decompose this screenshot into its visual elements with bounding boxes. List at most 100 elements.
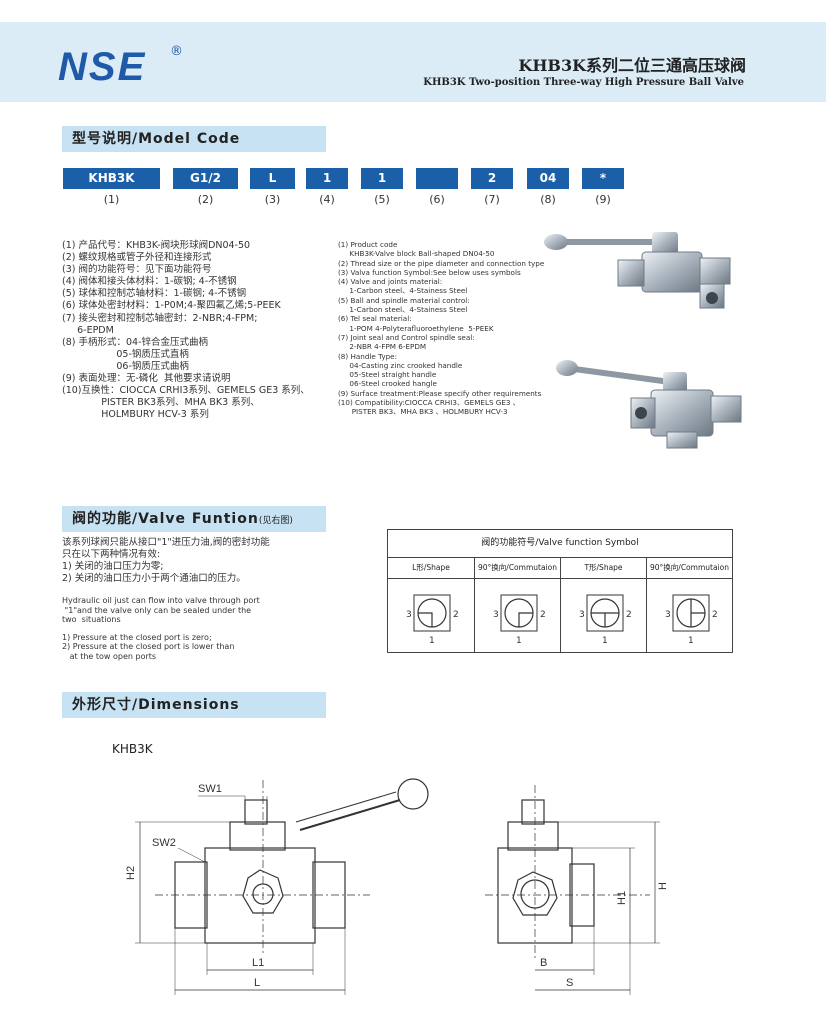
- desc-line-en: 1-Carbon steel、4-Stainess Steel: [338, 286, 468, 296]
- desc-line-en: 1-POM 4-Polyterafluoroethylene 5-PEEK: [338, 323, 494, 333]
- symbol-label: 90°换向/Commutaion: [475, 557, 560, 579]
- desc-line-cn: (3) 阀的功能符号：见下面功能符号: [62, 264, 212, 276]
- func-line-cn: 2) 关闭的油口压力小于两个通油口的压力。: [62, 573, 246, 584]
- desc-line-en: 06-Steel crooked hangle: [338, 379, 437, 389]
- desc-line-en: KHB3K-Valve block Ball-shaped DN04-50: [338, 249, 495, 259]
- desc-line-en: 05-Steel straight handle: [338, 370, 437, 380]
- func-line-en: two situations: [62, 615, 121, 625]
- registered-mark: ®: [170, 44, 183, 59]
- desc-line-cn: (9) 表面处理：无-磷化 其他要求请说明: [62, 373, 231, 385]
- symbol-column: 90°换向/Commutaion 3 2 1: [647, 557, 732, 653]
- desc-line-cn: 6-EPDM: [62, 324, 114, 336]
- symbol-table-title: 阀的功能符号/Valve function Symbol: [388, 530, 732, 558]
- func-line-cn: 该系列球阀只能从接口"1"进压力油,阀的密封功能: [62, 537, 270, 548]
- valve-symbol-l: 3 2 1: [406, 594, 459, 646]
- port-label-bottom: 1: [429, 636, 435, 646]
- port-label-left: 3: [406, 610, 412, 620]
- symbol-column: 90°换向/Commutaion 3 2 1: [475, 557, 561, 653]
- desc-line-en: 04-Casting zinc crooked handle: [338, 360, 463, 370]
- desc-line-cn: 06-钢质压式曲柄: [62, 360, 189, 372]
- desc-line-cn: 05-钢质压式直柄: [62, 348, 189, 360]
- model-code-number: (6): [429, 193, 445, 206]
- port-label-right: 2: [626, 610, 632, 620]
- label-sw2: SW2: [152, 837, 176, 849]
- label-l: L: [254, 977, 260, 989]
- front-view-drawing: SW1 SW2 H2 L1 L: [125, 778, 429, 995]
- label-h: H: [657, 882, 669, 890]
- model-code-desc-cn: (1) 产品代号：KHB3K-阀块形球阀DN04-50(2) 螺纹规格或管子外径…: [62, 240, 310, 421]
- valve-function-symbol-table: 阀的功能符号/Valve function Symbol L形/Shape 3 2 1…: [387, 529, 733, 653]
- symbol-label: 90°换向/Commutaion: [647, 557, 732, 579]
- valve-function-heading-text: 阀的功能/Valve Funtion: [72, 511, 259, 527]
- model-code-box: 1: [361, 168, 403, 189]
- model-code-number: (9): [595, 193, 611, 206]
- desc-line-en: (9) Surface treatment:Please specify oth…: [338, 388, 542, 398]
- func-line-cn: 1) 关闭的油口压力为零;: [62, 561, 164, 572]
- model-code-number: (3): [264, 193, 281, 206]
- model-code-box: *: [582, 168, 624, 189]
- desc-line-en: (5) Ball and spindle material control:: [338, 295, 470, 305]
- page-title-en: KHB3K Two-position Three-way High Pressu…: [423, 77, 744, 88]
- model-code-box: 2: [471, 168, 513, 189]
- model-code-number: (5): [374, 193, 390, 206]
- desc-line-cn: PISTER BK3系列、MHA BK3 系列、: [62, 397, 260, 409]
- valve-product-image-2: [556, 360, 742, 449]
- desc-line-cn: HOLMBURY HCV-3 系列: [62, 409, 209, 421]
- model-code-number: (2): [197, 193, 214, 206]
- desc-line-cn: (2) 螺纹规格或管子外径和连接形式: [62, 252, 212, 264]
- model-code-number: (7): [484, 193, 500, 206]
- label-h2: H2: [125, 866, 137, 880]
- desc-line-cn: (4) 阀体和接头体材料：1-碳钢; 4-不锈钢: [62, 276, 237, 288]
- func-line-en: [62, 625, 260, 633]
- desc-line-cn: (6) 球体处密封材料：1-P0M;4-聚四氟乙烯;5-PEEK: [62, 300, 281, 312]
- func-line-en: Hydraulic oil just can flow into valve t…: [62, 596, 260, 605]
- port-label-bottom: 1: [688, 636, 694, 646]
- label-b: B: [540, 957, 547, 969]
- port-label-right: 2: [453, 610, 459, 620]
- model-code-number: (8): [540, 193, 556, 206]
- func-line-en: 2) Pressure at the closed port is lower …: [62, 642, 235, 652]
- valve-function-heading-note: (见右图): [258, 516, 293, 526]
- side-view-drawing: H1 H B S: [485, 785, 669, 995]
- desc-line-en: (6) Tel seal material:: [338, 314, 412, 324]
- port-label-right: 2: [540, 610, 546, 620]
- func-line-en: 1) Pressure at the closed port is zero;: [62, 632, 212, 642]
- dimensions-heading: 外形尺寸/Dimensions: [62, 692, 326, 718]
- model-code-box: 1: [306, 168, 348, 189]
- desc-line-en: PISTER BK3、MHA BK3 、HOLMBURY HCV-3: [338, 407, 508, 417]
- model-code-box: 04: [527, 168, 569, 189]
- brand-logo: NSE: [58, 45, 147, 89]
- model-code-desc-en: (1) Product code KHB3K-Valve block Ball-…: [338, 240, 544, 417]
- port-label-bottom: 1: [516, 636, 522, 646]
- desc-line-cn: (10)互换性：CIOCCA CRHI3系列、GEMELS GE3 系列、: [62, 385, 310, 397]
- valve-function-text-en: Hydraulic oil just can flow into valve t…: [62, 596, 260, 662]
- valve-symbol-l90: 3 2 1: [493, 594, 546, 646]
- desc-line-en: (4) Valve and joints material:: [338, 277, 443, 287]
- port-label-left: 3: [665, 610, 671, 620]
- model-code-box: KHB3K: [63, 168, 160, 189]
- model-code-heading: 型号说明/Model Code: [62, 126, 326, 152]
- symbol-label: T形/Shape: [561, 557, 646, 579]
- desc-line-cn: (8) 手柄形式：04-锌合金压式曲柄: [62, 336, 208, 348]
- label-h1: H1: [616, 891, 628, 905]
- desc-line-en: (8) Handle Type:: [338, 351, 398, 361]
- model-code-box: G1/2: [173, 168, 238, 189]
- desc-line-cn: (7) 接头密封和控制芯轴密封：2-NBR;4-FPM;: [62, 312, 258, 324]
- valve-function-heading: 阀的功能/Valve Funtion(见右图): [62, 506, 326, 532]
- func-line-en: at the tow open ports: [62, 651, 157, 661]
- valve-symbol-t90: 3 2 1: [665, 594, 718, 646]
- port-label-left: 3: [493, 610, 499, 620]
- valve-product-image-1: [544, 232, 731, 309]
- func-line-cn: 只在以下两种情况有效:: [62, 549, 161, 560]
- valve-function-text-cn: 该系列球阀只能从接口"1"进压力油,阀的密封功能只在以下两种情况有效:1) 关闭…: [62, 537, 270, 585]
- label-l1: L1: [252, 957, 264, 969]
- page-title-cn: KHB3K系列二位三通高压球阀: [518, 56, 746, 75]
- dimension-model-label: KHB3K: [112, 742, 153, 756]
- symbol-label: L形/Shape: [388, 557, 474, 579]
- header-band: [0, 22, 826, 102]
- func-line-en: "1"and the valve only can be sealed unde…: [62, 605, 252, 615]
- port-label-right: 2: [712, 610, 718, 620]
- desc-line-en: (7) Joint seal and Control spindle seal:: [338, 332, 475, 342]
